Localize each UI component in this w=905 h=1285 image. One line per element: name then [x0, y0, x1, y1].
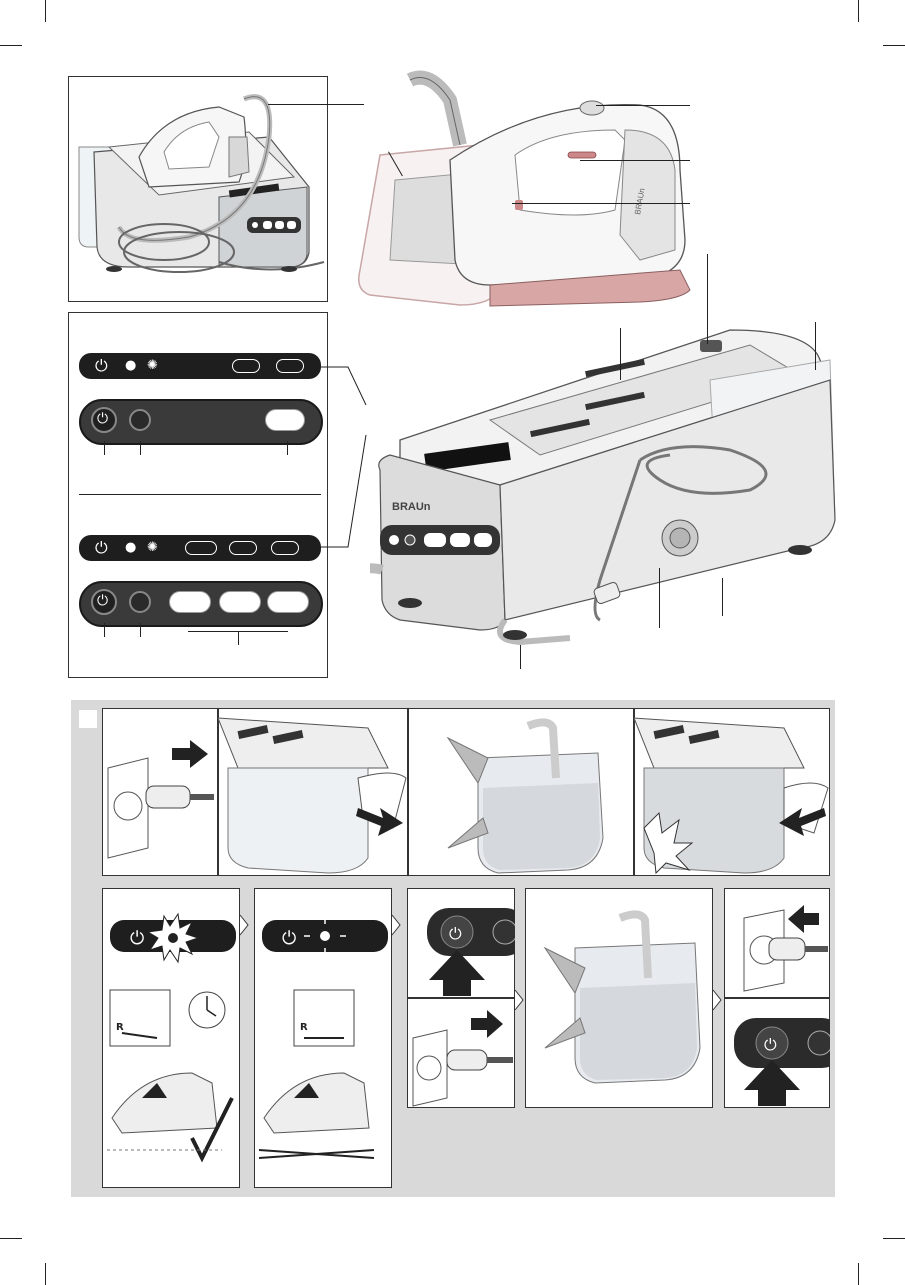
- leader-line: [512, 203, 690, 204]
- press-power-illustration: ⏻: [427, 908, 515, 996]
- steam-level2-button[interactable]: [219, 591, 261, 613]
- power-icon: ⏻: [97, 593, 109, 609]
- panel-leader-lines: [320, 366, 367, 548]
- steam-level1-button[interactable]: [267, 591, 309, 613]
- power-icon: ⏻: [97, 411, 109, 427]
- svg-text:⏻: ⏻: [282, 928, 296, 949]
- plug-in-2-illustration: [743, 905, 828, 992]
- power-icon: ⏻: [95, 538, 108, 557]
- water-empty-indicator-illustration: ⏻ R: [107, 912, 236, 1163]
- remove-tank-illustration: [218, 717, 407, 874]
- descale-icon: ✺: [147, 540, 158, 555]
- leader-line: [596, 105, 690, 106]
- rinse-label: R: [116, 1022, 124, 1033]
- svg-text:⏻: ⏻: [449, 924, 462, 943]
- crop-mark: [858, 1263, 859, 1285]
- steam-level1-icon: [271, 541, 299, 555]
- water-drop-icon: ●: [125, 358, 137, 373]
- leader-line: [104, 441, 105, 455]
- blank-indicator-icon: [276, 359, 304, 373]
- crop-mark: [45, 1263, 46, 1285]
- step-badge: [79, 710, 97, 728]
- descale-button[interactable]: [129, 591, 151, 613]
- leader-line: [659, 568, 660, 628]
- svg-text:⏻: ⏻: [130, 928, 144, 949]
- power-icon: ⏻: [95, 356, 108, 375]
- crop-mark: [883, 1238, 905, 1239]
- water-drop-icon: ●: [125, 540, 137, 555]
- iron-illustration: BRAUn: [358, 70, 691, 307]
- crop-mark: [0, 1238, 22, 1239]
- leader-line: [620, 328, 621, 380]
- leader-line: [580, 160, 690, 161]
- base-station-illustration: BRAUn: [370, 329, 836, 646]
- steam-station-overview-illustration: [78, 94, 325, 273]
- press-power-2-illustration: ⏻: [734, 1018, 830, 1106]
- water-empty-blink-illustration: ⏻ R: [258, 918, 388, 1159]
- power-button[interactable]: [91, 407, 117, 433]
- control-panels-frame: ⏻ ● ✺ ⏻ ⏻ ● ✺ ⏻: [68, 312, 328, 678]
- leader-line: [238, 631, 239, 645]
- crop-mark: [858, 0, 859, 22]
- unplug-step-illustration: [107, 740, 214, 859]
- fill-tank-2-illustration: [543, 910, 701, 1084]
- leader-line: [287, 441, 288, 455]
- divider: [79, 494, 321, 495]
- leader-line: [140, 623, 141, 637]
- power-button[interactable]: [91, 589, 117, 615]
- base-brand-text: BRAUn: [392, 501, 431, 513]
- leader-line: [268, 104, 364, 105]
- steam-button[interactable]: [265, 409, 305, 431]
- leader-line: [815, 322, 816, 370]
- leader-line: [104, 623, 105, 637]
- steam-level2-icon: [229, 541, 257, 555]
- descale-icon: ✺: [147, 358, 158, 373]
- crop-mark: [0, 45, 22, 46]
- insert-tank-illustration: [634, 717, 829, 875]
- crop-mark: [45, 0, 46, 22]
- crop-mark: [883, 45, 905, 46]
- plug-in-illustration: [412, 1010, 513, 1107]
- leader-line: [707, 254, 708, 344]
- overview-frame: [68, 76, 328, 302]
- steam-level3-button[interactable]: [169, 591, 211, 613]
- fill-tank-illustration: [446, 718, 604, 874]
- leader-line: [722, 578, 723, 616]
- leader-line: [140, 441, 141, 455]
- svg-text:⏻: ⏻: [764, 1035, 777, 1054]
- steam-icon: [232, 359, 260, 373]
- leader-line: [520, 645, 521, 669]
- steam-level3-icon: [185, 541, 217, 555]
- descale-button[interactable]: [129, 409, 151, 431]
- rinse-label: R: [300, 1022, 308, 1033]
